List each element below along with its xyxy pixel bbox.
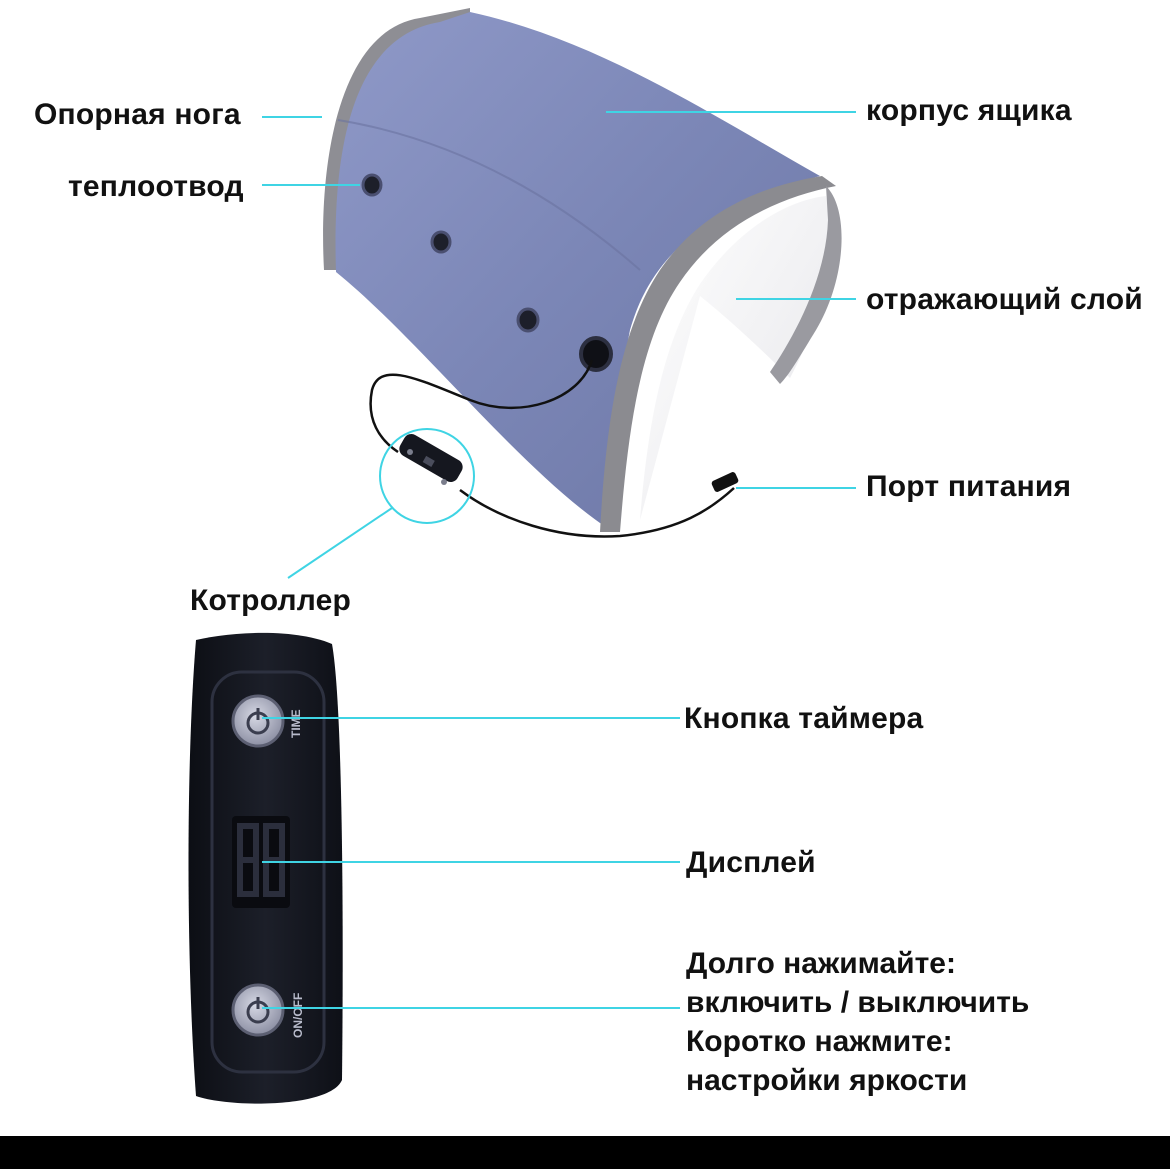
heat-sink-hole (516, 307, 540, 333)
box-body (335, 12, 820, 530)
label-power-port: Порт питания (866, 470, 1072, 503)
controller-magnifier (379, 428, 475, 524)
instruction-line: включить / выключить (686, 986, 1030, 1019)
label-timer-button: Кнопка таймера (684, 702, 924, 735)
leader-lines-remote (262, 717, 680, 1009)
instruction-line: настройки яркости (686, 1064, 968, 1097)
leader-lines-top (262, 111, 856, 579)
label-reflective-layer: отражающий слой (866, 283, 1143, 316)
leader-controller (287, 507, 393, 579)
seven-segment-display (232, 816, 290, 908)
support-leg-edge (323, 8, 470, 270)
label-box-body: корпус ящика (866, 94, 1072, 127)
label-support-leg: Опорная нога (34, 98, 241, 131)
inline-controller (399, 434, 463, 485)
remote-control: TIME ON/OFF (188, 632, 343, 1104)
power-button[interactable] (231, 983, 285, 1037)
box-front-arch (600, 176, 836, 532)
timer-button[interactable] (231, 694, 285, 748)
instruction-line: Долго нажимайте: (686, 947, 956, 980)
label-heat-sink: теплоотвод (68, 170, 244, 203)
reflective-layer-edge (770, 186, 842, 384)
light-box (323, 8, 842, 538)
power-socket (579, 336, 613, 372)
label-controller: Котроллер (190, 584, 352, 617)
cable (369, 359, 735, 538)
heat-sink-hole (430, 230, 452, 254)
power-button-text: ON/OFF (291, 993, 305, 1038)
remote-inner-panel (210, 670, 326, 1074)
power-port-plug (711, 472, 739, 492)
timer-button-text: TIME (289, 709, 303, 738)
label-display: Дисплей (686, 846, 816, 879)
heat-sink-hole (361, 173, 383, 197)
bottom-bar (0, 1136, 1170, 1169)
reflective-layer (640, 196, 830, 520)
heat-sink-holes (361, 173, 613, 372)
label-power-button-instructions: Долго нажимайте: включить / выключить Ко… (686, 944, 1029, 1100)
instruction-line: Коротко нажмите: (686, 1025, 953, 1058)
